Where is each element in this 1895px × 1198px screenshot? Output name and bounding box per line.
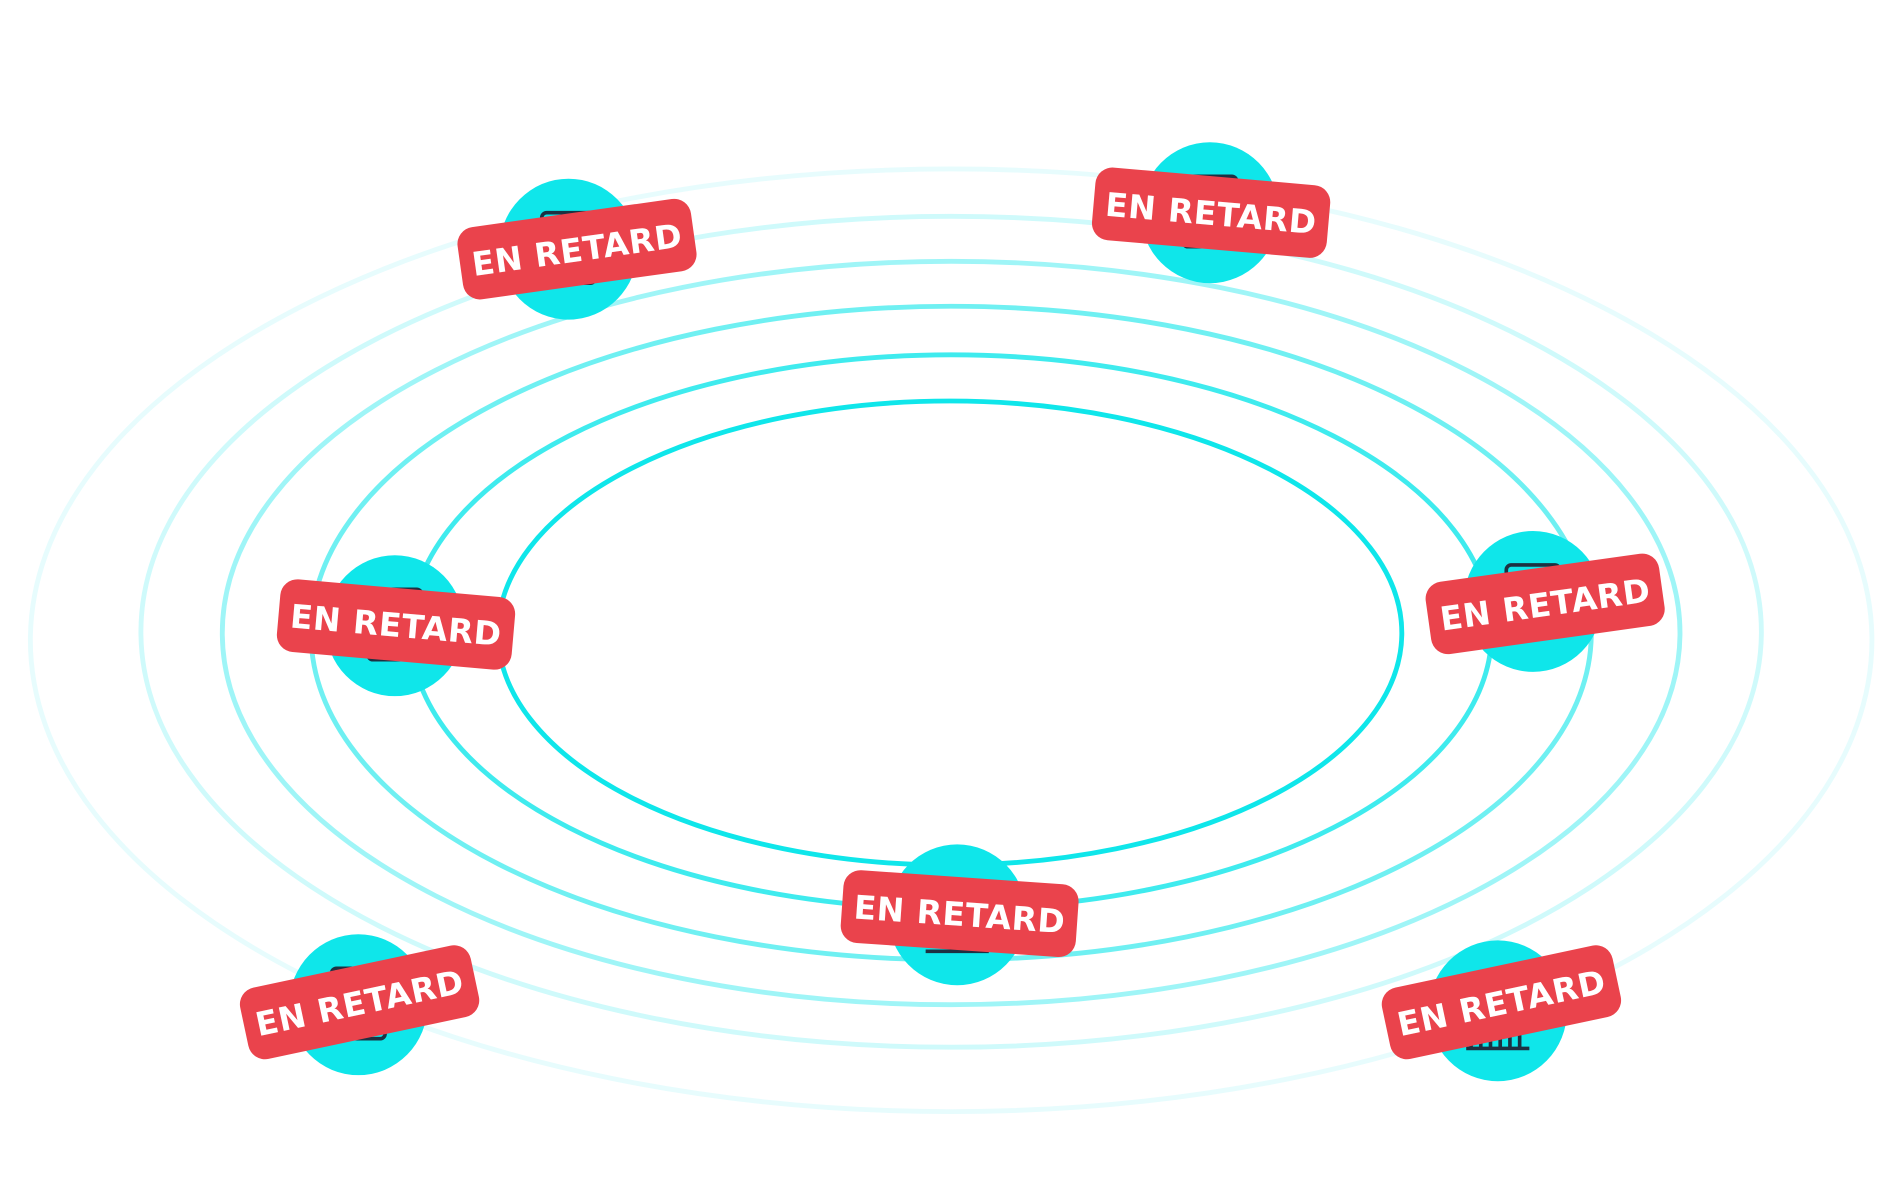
orbit-ring-4 (219, 258, 1683, 1008)
status-badge: EN RETARD (276, 579, 516, 670)
status-badge: EN RETARD (1091, 167, 1331, 258)
orbit-ring-1 (495, 398, 1405, 868)
orbit-ring-6 (27, 166, 1875, 1115)
node-2: EN RETARD (1091, 142, 1331, 284)
node-3: EN RETARD (276, 555, 516, 697)
node-4: EN RETARD (1425, 530, 1665, 672)
node-5: EN RETARD (840, 844, 1079, 986)
status-badge: EN RETARD (840, 870, 1079, 958)
node-1: EN RETARD (457, 178, 697, 320)
status-badge: EN RETARD (1425, 553, 1665, 655)
node-6: EN RETARD (239, 934, 480, 1076)
node-7: EN RETARD (1381, 940, 1622, 1082)
status-badge: EN RETARD (457, 198, 697, 300)
orbit-ring-2 (408, 352, 1495, 912)
orbit-ring-5 (138, 213, 1764, 1050)
